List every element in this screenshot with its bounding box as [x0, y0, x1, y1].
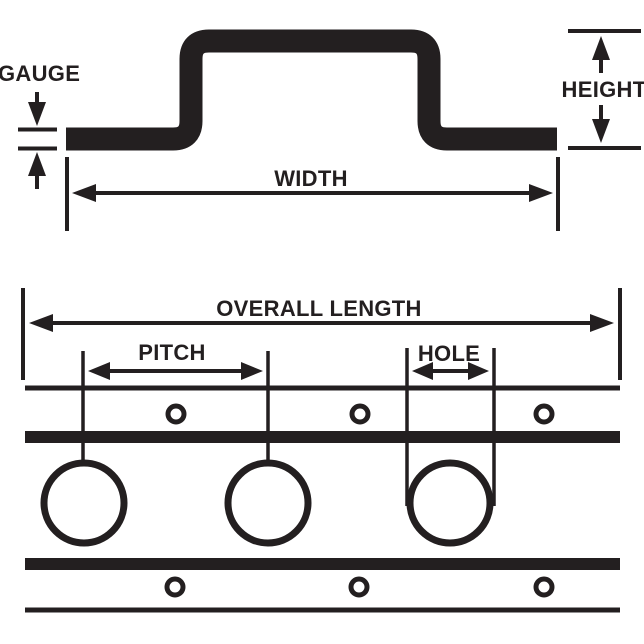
height-dimension: HEIGHT — [562, 29, 644, 150]
small-hole — [533, 576, 555, 598]
hole-arrow-left-icon — [412, 362, 433, 380]
height-arrow-down-icon — [592, 119, 610, 143]
hole-dimension: HOLE — [405, 341, 496, 506]
width-arrow-right-icon — [529, 184, 553, 202]
small-hole — [164, 576, 186, 598]
gauge-arrow-down-icon — [28, 102, 46, 126]
overall-length-dimension: OVERALL LENGTH — [21, 288, 622, 380]
width-arrow-left-icon — [72, 184, 96, 202]
pitch-label: PITCH — [138, 340, 206, 365]
strip-rails — [25, 385, 620, 613]
gauge-label: GAUGE — [0, 61, 80, 86]
hat-channel-profile — [66, 29, 557, 151]
height-arrow-up-icon — [592, 36, 610, 60]
large-hole — [406, 459, 494, 547]
large-hole — [40, 459, 128, 547]
small-holes-upper-row — [165, 403, 555, 425]
hole-arrow-right-icon — [468, 362, 489, 380]
small-hole — [349, 403, 371, 425]
width-dimension: WIDTH — [65, 157, 560, 231]
small-hole — [533, 403, 555, 425]
gauge-arrow-up-icon — [28, 152, 46, 176]
small-hole — [165, 403, 187, 425]
gauge-dimension: GAUGE — [0, 61, 80, 189]
overall-length-label: OVERALL LENGTH — [216, 296, 421, 321]
pitch-dimension: PITCH — [81, 340, 270, 460]
small-hole — [348, 576, 370, 598]
overall-length-arrow-left-icon — [29, 314, 53, 332]
overall-length-arrow-right-icon — [590, 314, 614, 332]
plan-view: OVERALL LENGTH PITCH HOLE — [21, 288, 622, 613]
large-hole — [224, 459, 312, 547]
width-label: WIDTH — [274, 166, 348, 191]
pitch-arrow-left-icon — [88, 362, 110, 380]
hole-label: HOLE — [418, 341, 480, 366]
large-holes-row — [40, 459, 494, 547]
pitch-arrow-right-icon — [241, 362, 263, 380]
small-holes-lower-row — [164, 576, 555, 598]
cross-section-view: GAUGE HEIGHT — [0, 29, 644, 231]
height-label: HEIGHT — [562, 77, 644, 102]
